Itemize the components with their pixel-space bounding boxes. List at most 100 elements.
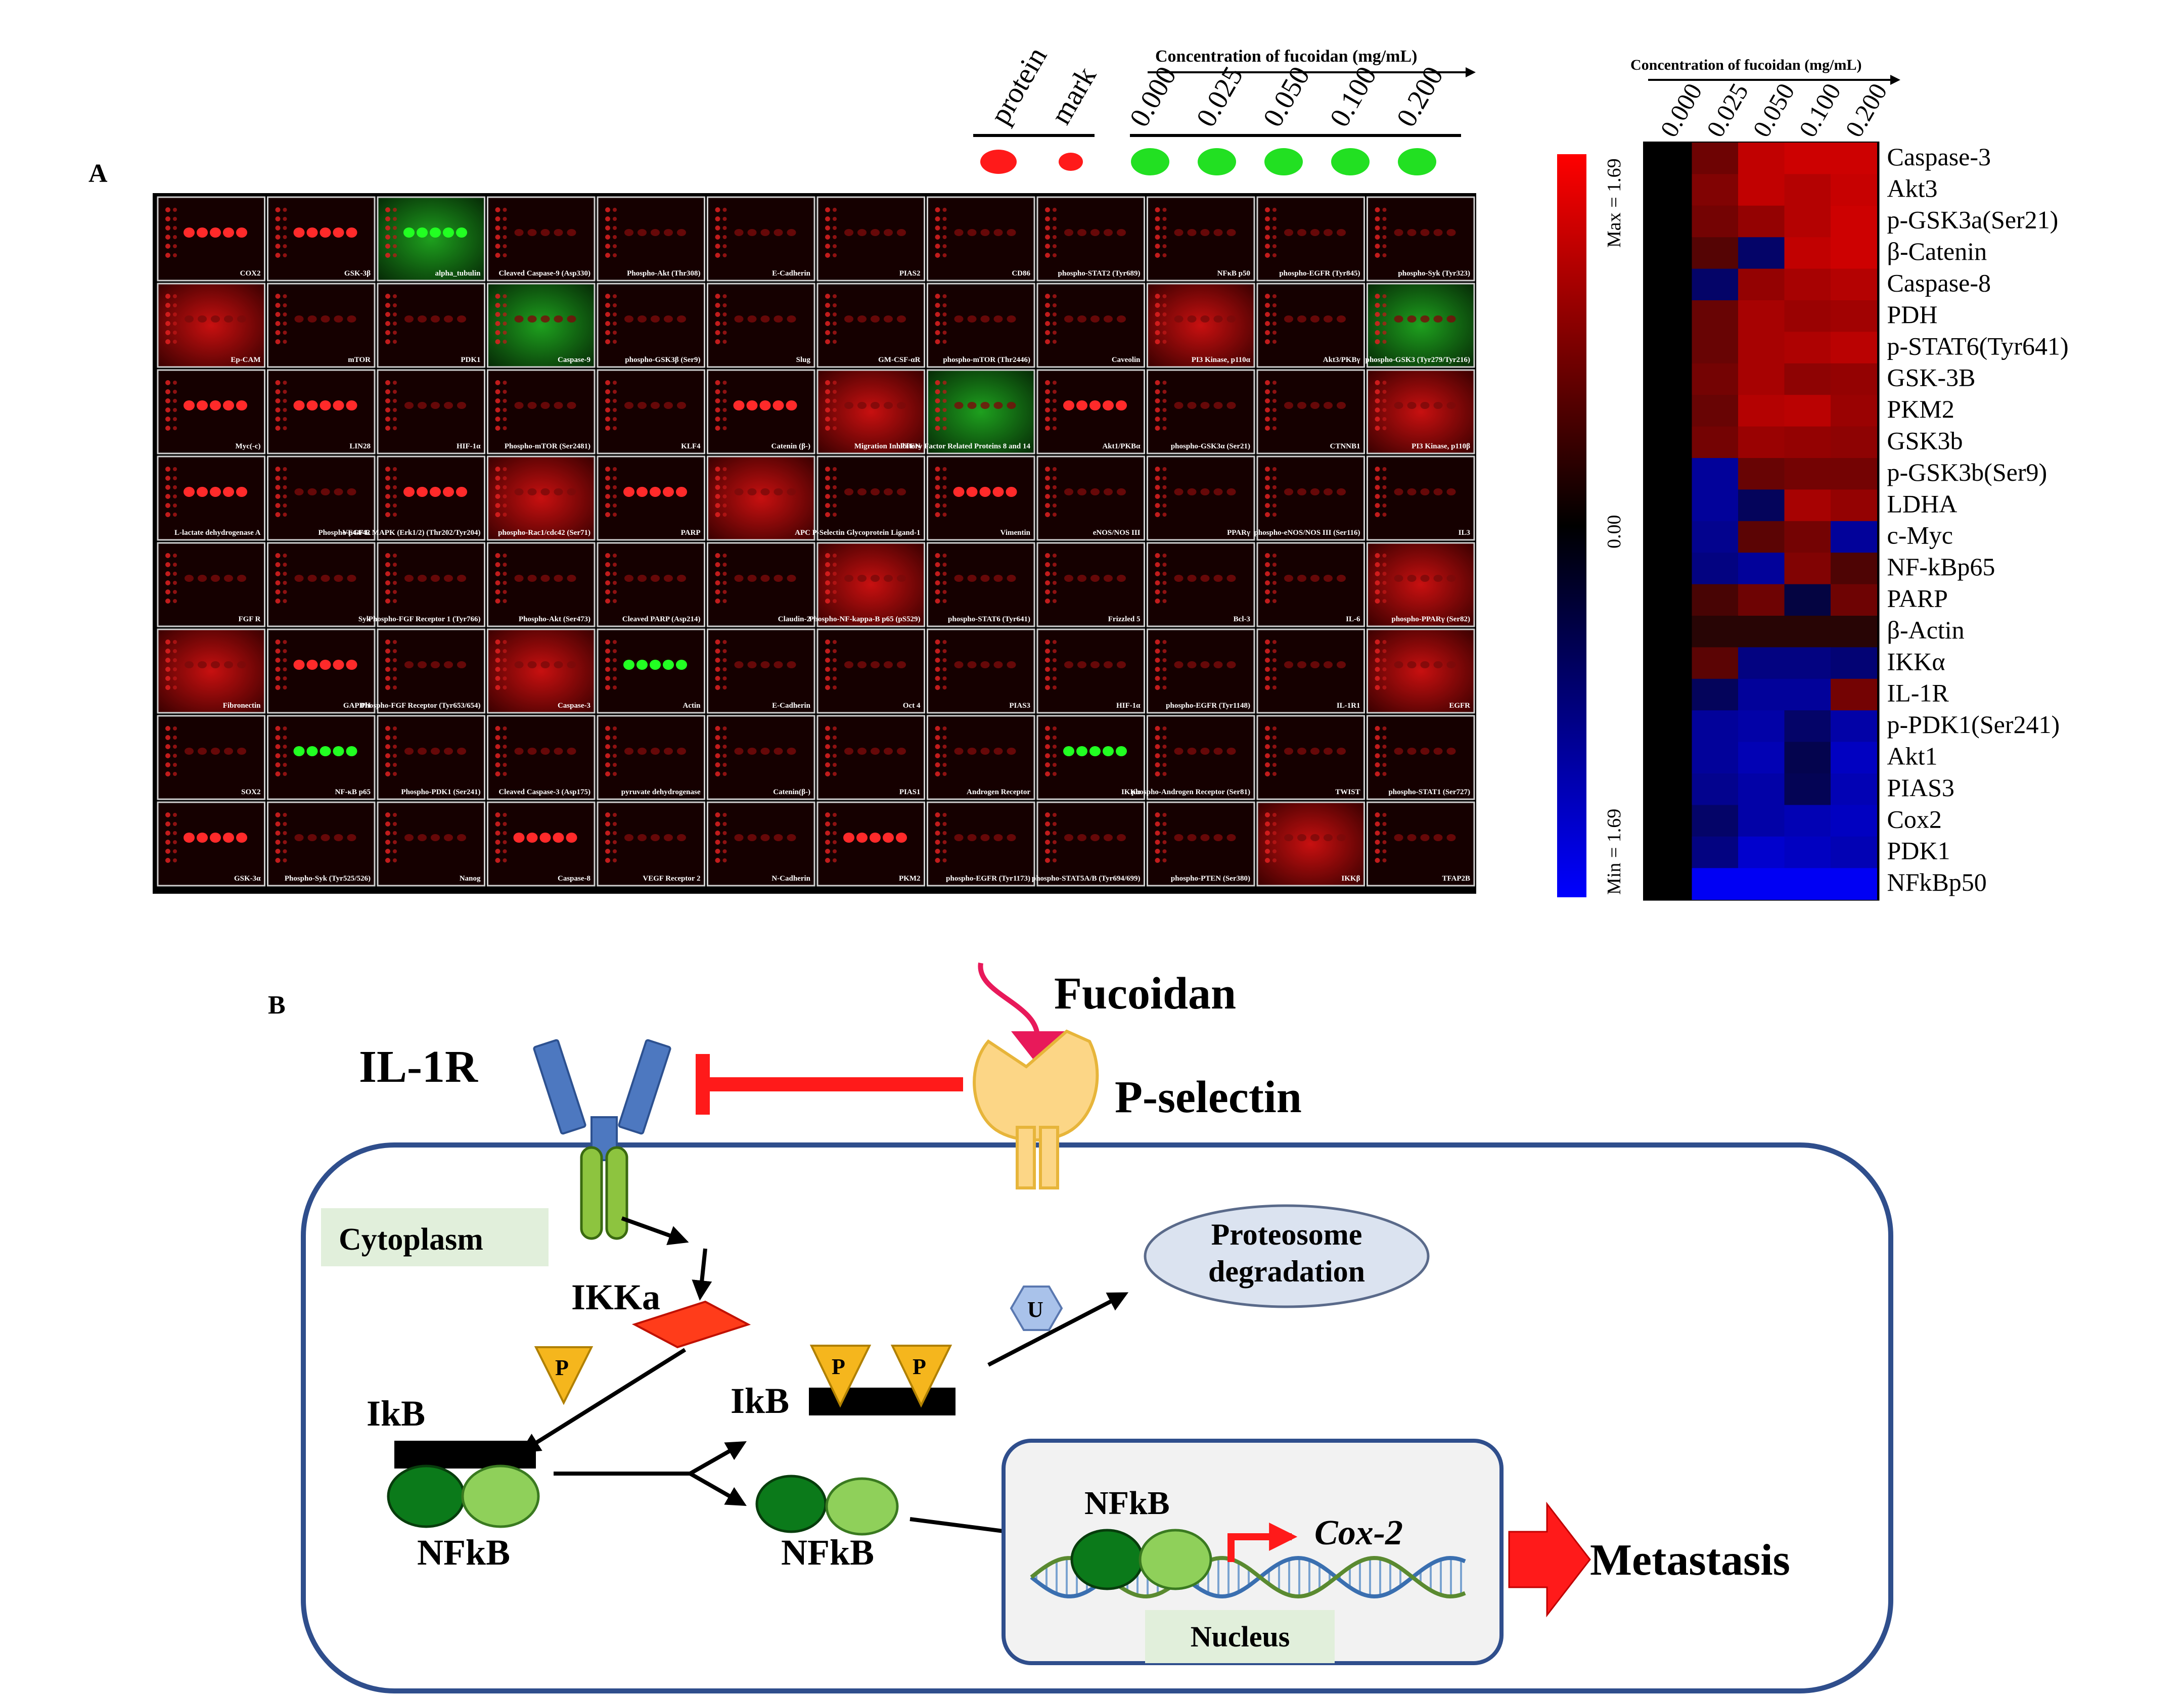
- colorbar-min-label: Min = 1.69: [1604, 809, 1625, 895]
- heatmap-cell: [1646, 205, 1692, 238]
- blot-label: Cleaved Caspase-9 (Asp330): [498, 269, 590, 278]
- blot-label: COX2: [240, 269, 261, 278]
- blot-cell: IKKβ: [1256, 801, 1365, 887]
- blot-label: eNOS/NOS III: [1093, 529, 1141, 537]
- blot-label: E-Cadherin: [772, 702, 811, 710]
- blot-label: Frizzled 5: [1108, 615, 1141, 623]
- blot-label: IL3: [1459, 529, 1470, 537]
- heatmap-cell: [1692, 363, 1739, 395]
- heatmap-cell: [1784, 489, 1831, 522]
- blot-label: Nanog: [460, 875, 481, 883]
- blot-cell: NF-κB p65: [267, 715, 376, 800]
- heatmap-row-label: Caspase-8: [1887, 269, 1991, 297]
- blot-cell: Androgen Receptor: [927, 715, 1035, 800]
- blot-label: NF-κB p65: [335, 788, 371, 796]
- blot-label: Slug: [796, 356, 811, 364]
- blot-cell: pyruvate dehydrogenase: [597, 715, 705, 800]
- blot-cell: PARP: [597, 455, 705, 541]
- blot-cell: Slug: [707, 283, 815, 368]
- nfkb-light-nucleus: [1139, 1529, 1212, 1590]
- heatmap-cell: [1646, 332, 1692, 364]
- heatmap-cell: [1831, 710, 1877, 743]
- heatmap-cell: [1692, 268, 1739, 301]
- heatmap-cell: [1784, 836, 1831, 868]
- blot-label: Oct 4: [903, 702, 921, 710]
- blot-label: phospho-Rac1/cdc42 (Ser71): [498, 529, 590, 537]
- blot-label: IKKα: [1121, 788, 1141, 796]
- arrow-receptor-to-ikka-2: [692, 1248, 712, 1301]
- blot-label: phospho-mTOR (Thr2446): [943, 356, 1030, 364]
- arrow-receptor-to-ikka-1: [621, 1216, 689, 1245]
- blot-label: Caveolin: [1112, 356, 1141, 364]
- heatmap-cell: [1784, 647, 1831, 679]
- blot-label: GSK-3α: [234, 875, 261, 883]
- blot-cell: phospho-PTEN (Ser380): [1147, 801, 1255, 887]
- blot-cell: phospho-GSK3 (Tyr279/Tyr216): [1366, 283, 1475, 368]
- heatmap-cell: [1738, 174, 1785, 206]
- blot-label: PIAS1: [899, 788, 921, 796]
- blot-cell: FGF R: [157, 542, 265, 627]
- heatmap-row-label: PDH: [1887, 300, 1938, 329]
- phospho-triangle-1: [534, 1346, 594, 1405]
- heatmap-cell: [1692, 143, 1739, 174]
- blot-label: PARP: [681, 529, 701, 537]
- heatmap-cell: [1646, 268, 1692, 301]
- heatmap: Concentration of fucoidan (mg/mL) 0.0000…: [1630, 57, 2069, 901]
- blot-cell: GSK-3β: [267, 196, 376, 282]
- blot-cell: E-Cadherin: [707, 628, 815, 714]
- blot-label: phospho-PPARγ (Ser82): [1392, 615, 1471, 623]
- heatmap-cell: [1692, 426, 1739, 459]
- blot-cell: CD86: [927, 196, 1035, 282]
- heatmap-row-label: IKKα: [1887, 647, 1945, 675]
- blot-cell: phospho-GSK3α (Ser21): [1147, 369, 1255, 454]
- blot-label: CD86: [1012, 269, 1030, 278]
- blot-label: Phospho-NF-kappa-B p65 (pS529): [809, 615, 920, 623]
- blot-cell: phospho-EGFR (Tyr845): [1256, 196, 1365, 282]
- blot-cell: IKKα: [1036, 715, 1145, 800]
- blot-label: CTNNB1: [1330, 442, 1360, 450]
- heatmap-cell: [1692, 742, 1739, 774]
- blot-label: phospho-STAT6 (Tyr641): [948, 615, 1030, 623]
- blot-label: P-Selectin Glycoprotein Ligand-1: [812, 529, 921, 537]
- heatmap-cell: [1784, 458, 1831, 490]
- blot-label: phospho-GSK3 (Tyr279/Tyr216): [1366, 356, 1470, 364]
- heatmap-cell: [1831, 553, 1877, 585]
- heatmap-row-label: p-GSK3a(Ser21): [1887, 206, 2059, 234]
- cytoplasm-label: Cytoplasm: [339, 1222, 483, 1257]
- heatmap-cell: [1738, 300, 1785, 332]
- heatmap-cell: [1738, 143, 1785, 174]
- heatmap-cell: [1646, 616, 1692, 648]
- heatmap-row-label: PIAS3: [1887, 773, 1954, 802]
- heatmap-row-label: Akt3: [1887, 174, 1938, 202]
- heatmap-cell: [1784, 805, 1831, 837]
- blot-cell: Frizzled 5: [1036, 542, 1145, 627]
- nucleus-label-box: [1145, 1610, 1335, 1663]
- blot-cell: P-Selectin Glycoprotein Ligand-1: [812, 455, 925, 541]
- heatmap-cell: [1646, 836, 1692, 868]
- heatmap-cell: [1646, 489, 1692, 522]
- heatmap-cell: [1646, 584, 1692, 616]
- heatmap-cell: [1831, 458, 1877, 490]
- blot-label: PIAS3: [1009, 702, 1030, 710]
- blot-label: Catenin(β-): [773, 788, 810, 796]
- phospho-triangle-2: [809, 1345, 872, 1408]
- heatmap-cell: [1692, 521, 1739, 553]
- heatmap-cell: [1738, 678, 1785, 711]
- ikb-label-left: IkB: [367, 1393, 425, 1434]
- heatmap-cell: [1692, 710, 1739, 743]
- blot-label: phospho-EGFR (Tyr1173): [946, 875, 1030, 883]
- blot-cell: HIF-1α: [377, 369, 485, 454]
- blot-label: Syk: [358, 615, 371, 623]
- heatmap-cell: [1692, 332, 1739, 364]
- protein-dot: [980, 150, 1017, 174]
- heatmap-cell: [1692, 868, 1739, 900]
- blot-label: FGF R: [238, 615, 260, 623]
- heatmap-cell: [1692, 678, 1739, 711]
- blot-cell: phospho-EGFR (Tyr1173): [927, 801, 1035, 887]
- heatmap-row-label: Akt1: [1887, 742, 1938, 770]
- heatmap-cell: [1831, 773, 1877, 805]
- heatmap-cell: [1831, 584, 1877, 616]
- heatmap-row-label: PARP: [1887, 584, 1948, 613]
